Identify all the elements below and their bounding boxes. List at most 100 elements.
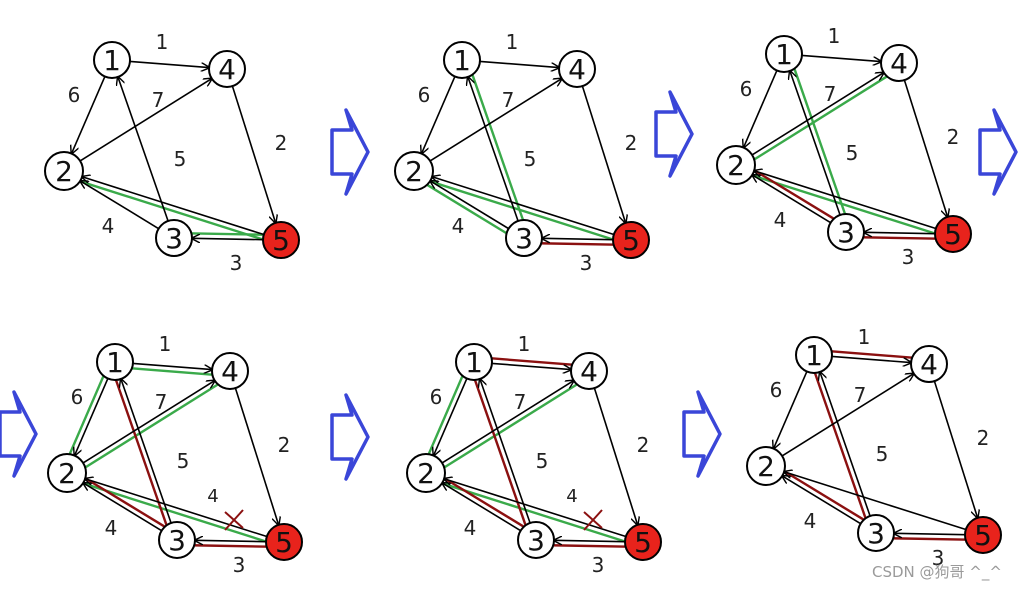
edge-3-1 — [480, 379, 531, 524]
node-4 — [558, 50, 596, 88]
edge-4-5 — [581, 85, 625, 223]
step-arrow-icon-4 — [0, 390, 38, 478]
node-label-1: 1 — [103, 44, 121, 77]
node-4 — [211, 352, 249, 390]
node-2 — [394, 151, 434, 191]
edge-weight-1-4: 1 — [506, 30, 519, 54]
path-2-5 — [76, 179, 267, 242]
node-3 — [155, 219, 193, 257]
path-5-3 — [549, 544, 629, 548]
edge-2-4 — [441, 381, 574, 464]
edge-2-4 — [429, 79, 562, 162]
node-label-2: 2 — [58, 457, 76, 490]
edge-weight-2-4: 7 — [854, 383, 867, 407]
node-4 — [570, 352, 608, 390]
path-5-3 — [190, 544, 270, 548]
path-3-1 — [792, 65, 848, 218]
node-label-4: 4 — [218, 53, 236, 86]
edge-3-2 — [782, 476, 862, 525]
path-2-5 — [426, 179, 617, 242]
edge-5-3 — [894, 533, 966, 534]
edge-4-5 — [231, 85, 275, 223]
node-5 — [934, 215, 972, 253]
node-label-4: 4 — [890, 47, 908, 80]
path-1-2 — [67, 372, 106, 458]
edge-3-2 — [430, 181, 510, 230]
edge-weight-3-2: 4 — [105, 516, 118, 540]
path-1-4 — [488, 356, 576, 367]
edge-weight-3-2: 4 — [452, 214, 465, 238]
edge-weight-2-4: 7 — [155, 390, 168, 414]
node-5 — [265, 523, 303, 561]
step-arrow-icon-3 — [978, 108, 1018, 196]
edge-weight-5-3: 3 — [902, 245, 915, 269]
edge-5-3 — [542, 238, 614, 239]
node-label-1: 1 — [775, 38, 793, 71]
edge-weight-5-3: 3 — [580, 251, 593, 275]
node-1 — [455, 343, 493, 381]
node-label-4: 4 — [580, 355, 598, 388]
edge-weight-1-2: 6 — [430, 385, 443, 409]
step-arrow-icon-5 — [330, 393, 370, 481]
edge-weight-1-2: 6 — [770, 378, 783, 402]
node-2 — [746, 446, 786, 486]
node-3 — [827, 213, 865, 251]
edge-weight-1-4: 1 — [159, 332, 172, 356]
path-2-4 — [81, 381, 222, 471]
cross-mark-b — [583, 509, 603, 531]
node-4 — [910, 345, 948, 383]
path-2-3 — [750, 167, 838, 222]
path-2-4 — [750, 73, 891, 163]
edge-weight-3-2: 4 — [774, 208, 787, 232]
path-2-3 — [780, 468, 868, 523]
edge-5-3 — [864, 232, 936, 233]
edge-weight-4-5: 2 — [947, 125, 960, 149]
edge-4-5 — [593, 387, 637, 525]
path-2-3 — [423, 182, 511, 237]
edge-1-4 — [132, 362, 212, 369]
node-label-5: 5 — [622, 224, 640, 257]
cross-mark-b — [224, 509, 244, 531]
node-1 — [96, 343, 134, 381]
edge-3-2 — [80, 181, 160, 230]
node-label-3: 3 — [168, 524, 186, 557]
edge-5-3 — [195, 540, 267, 541]
edge-4-5 — [903, 79, 947, 217]
edge-5-2 — [754, 171, 937, 230]
edge-weight-3-1: 5 — [846, 141, 859, 165]
node-5 — [624, 523, 662, 561]
edge-weight-4-5: 2 — [278, 433, 291, 457]
edge-5-3 — [192, 238, 264, 239]
edge-3-2 — [83, 483, 163, 532]
node-label-4: 4 — [920, 348, 938, 381]
extra-weight-label: 4 — [566, 486, 577, 507]
edge-1-2 — [774, 371, 808, 449]
node-label-2: 2 — [417, 457, 435, 490]
edge-weight-3-2: 4 — [804, 509, 817, 533]
edge-weight-2-4: 7 — [152, 88, 165, 112]
edge-5-2 — [82, 177, 265, 236]
path-1-4 — [828, 349, 916, 360]
step-arrow-icon-6 — [682, 390, 722, 478]
edge-weight-3-1: 5 — [174, 147, 187, 171]
edge-weight-4-5: 2 — [637, 433, 650, 457]
edge-weight-3-2: 4 — [102, 214, 115, 238]
node-5 — [612, 221, 650, 259]
node-label-1: 1 — [465, 346, 483, 379]
node-label-5: 5 — [272, 224, 290, 257]
edge-1-4 — [831, 355, 911, 362]
path-3-1 — [470, 71, 526, 224]
edge-weight-4-5: 2 — [275, 131, 288, 155]
node-label-5: 5 — [634, 526, 652, 559]
edge-weight-5-3: 3 — [932, 546, 945, 570]
edge-3-2 — [752, 175, 832, 224]
node-2 — [44, 151, 84, 191]
edge-weight-3-2: 4 — [464, 516, 477, 540]
edge-3-1 — [820, 372, 871, 517]
extra-weight-label: 4 — [207, 486, 218, 507]
edge-2-4 — [751, 73, 884, 156]
edge-weight-2-4: 7 — [824, 82, 837, 106]
edge-weight-1-2: 6 — [740, 77, 753, 101]
